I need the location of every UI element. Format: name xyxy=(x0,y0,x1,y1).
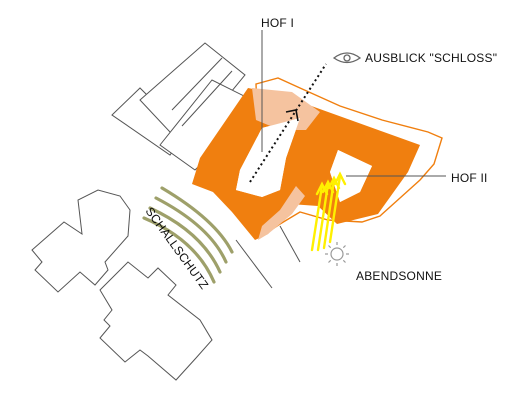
label-abendsonne: ABENDSONNE xyxy=(356,269,442,283)
neighbour-buildings-north xyxy=(111,42,263,171)
label-ausblick: AUSBLICK "SCHLOSS" xyxy=(365,51,497,65)
eye-icon xyxy=(332,52,362,64)
label-hof-2: HOF II xyxy=(451,171,488,185)
noise-protection-arcs xyxy=(142,186,234,284)
building-openings xyxy=(252,88,320,240)
sun-icon xyxy=(325,242,349,266)
neighbour-buildings-south xyxy=(31,189,213,381)
label-hof-1: HOF I xyxy=(261,16,294,30)
building-volume xyxy=(192,88,420,240)
sun-rays xyxy=(310,171,347,252)
street-lines xyxy=(235,225,301,289)
plot-boundary xyxy=(255,77,443,238)
view-axis-arrow xyxy=(249,63,327,183)
